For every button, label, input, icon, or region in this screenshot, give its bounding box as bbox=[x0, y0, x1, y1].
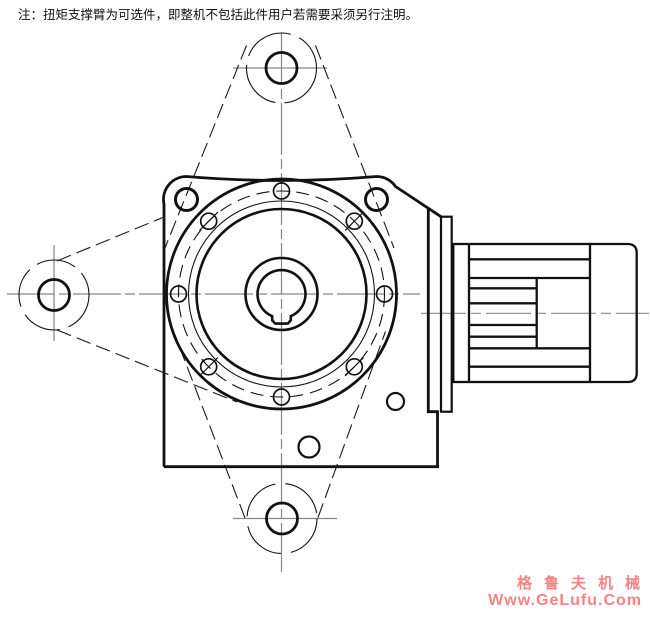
motor-fan-cover bbox=[590, 242, 638, 384]
left-support-boss bbox=[18, 259, 90, 331]
watermark-brand: 格鲁夫机械 bbox=[516, 575, 650, 592]
output-flange bbox=[165, 177, 398, 411]
housing-hole-bottom bbox=[297, 435, 321, 459]
slash-lower-right bbox=[344, 357, 364, 377]
motor-body bbox=[452, 242, 592, 384]
motor-mounting-plate bbox=[439, 215, 453, 413]
phantom-line-left-lower bbox=[56, 329, 238, 403]
phantom-line-bottom-right bbox=[317, 331, 387, 518]
left-lug-hole bbox=[174, 187, 199, 212]
bolt-hole-upper-right bbox=[345, 212, 364, 231]
bolt-hole-top bbox=[272, 182, 291, 200]
shaft-hub-circle bbox=[244, 256, 319, 332]
output-shaft bbox=[244, 256, 319, 332]
flange-bolt-holes bbox=[169, 182, 394, 406]
watermark-url: Www.GeLufu.Com bbox=[488, 592, 642, 609]
bolt-hole-bottom bbox=[272, 388, 291, 406]
housing-left-top-outline bbox=[162, 175, 442, 467]
slash-upper-left bbox=[199, 211, 219, 231]
watermark: 格鲁夫机械 Www.GeLufu.Com bbox=[488, 576, 642, 609]
drawing-note: 注：扭矩支撑臂为可选件，即整机不包括此件用户若需要采须另行注明。 bbox=[18, 8, 419, 22]
slash-upper-right bbox=[344, 211, 364, 231]
gearbox-housing bbox=[162, 175, 453, 469]
tapped-hole-slashes bbox=[199, 211, 364, 377]
flange-outer-circle bbox=[165, 177, 398, 411]
motor-side-view bbox=[452, 242, 638, 384]
phantom-line-top-right bbox=[314, 45, 395, 249]
center-lines bbox=[7, 33, 649, 572]
left-support-hole bbox=[37, 278, 71, 312]
bolt-hole-left bbox=[169, 285, 188, 303]
slash-lower-left bbox=[199, 357, 219, 377]
flange-spigot-circle bbox=[187, 200, 376, 388]
housing-hole-right bbox=[385, 391, 406, 412]
housing-right-bottom-outline bbox=[164, 208, 439, 469]
torque-arm-phantom-lines bbox=[56, 45, 395, 519]
top-support-boss bbox=[245, 32, 318, 104]
flange-inner-circle bbox=[195, 207, 368, 381]
phantom-line-top-left bbox=[164, 45, 248, 249]
bolt-pitch-circle bbox=[177, 190, 386, 398]
bottom-support-hole bbox=[265, 501, 299, 536]
phantom-line-bottom-left bbox=[174, 334, 246, 519]
bottom-support-boss bbox=[246, 482, 318, 555]
right-lug-hole bbox=[364, 187, 389, 212]
bolt-hole-upper-left bbox=[199, 212, 218, 231]
top-support-hole bbox=[264, 51, 299, 85]
phantom-line-left-upper bbox=[56, 216, 165, 262]
bolt-hole-lower-left bbox=[199, 357, 218, 376]
bolt-hole-lower-right bbox=[345, 357, 364, 376]
bolt-hole-right bbox=[375, 285, 394, 303]
shaft-bore-with-keyway bbox=[256, 268, 307, 325]
torque-support-points bbox=[18, 32, 318, 555]
